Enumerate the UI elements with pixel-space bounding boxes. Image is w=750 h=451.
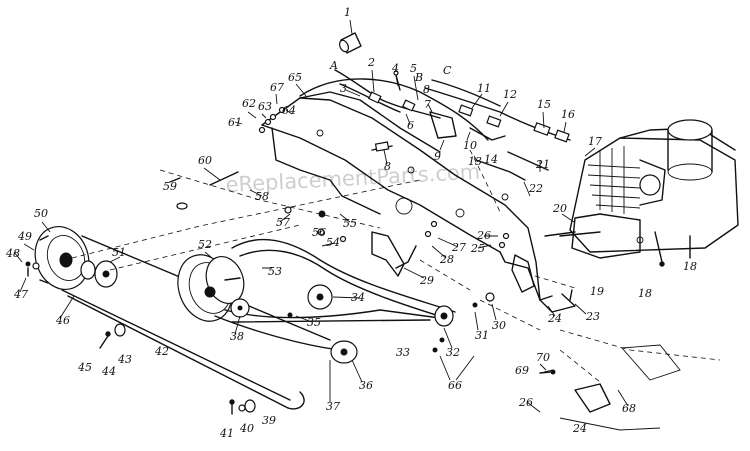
callout-14: 14 — [484, 153, 498, 166]
callout-55: 55 — [343, 217, 357, 230]
cable-letters: A B C — [329, 59, 452, 84]
callout-56: 56 — [312, 226, 326, 239]
callout-60: 60 — [198, 154, 212, 167]
callout-10: 10 — [463, 139, 477, 152]
callout-32: 32 — [446, 346, 460, 359]
callout-1: 1 — [344, 6, 351, 19]
idler-bracket-32 — [434, 305, 454, 327]
callout-43: 43 — [117, 353, 132, 366]
main-frame — [261, 91, 576, 313]
belt-37 — [214, 309, 441, 351]
callout-54: 54 — [326, 236, 340, 249]
callout-13: 13 — [468, 155, 482, 168]
callout-37: 37 — [326, 400, 340, 413]
callout-30: 30 — [492, 319, 506, 332]
letter-b: B — [414, 71, 423, 84]
callout-44: 44 — [101, 365, 116, 378]
callout-47: 47 — [13, 288, 28, 301]
callout-12: 12 — [503, 88, 517, 101]
callout-17: 17 — [588, 135, 602, 148]
callout-52: 52 — [198, 238, 212, 251]
callout-64: 64 — [282, 104, 296, 117]
callout-26a: 26 — [476, 229, 491, 242]
callout-27: 27 — [451, 241, 466, 254]
callout-23: 23 — [585, 310, 600, 323]
callout-59: 59 — [163, 180, 177, 193]
callout-20: 20 — [552, 202, 567, 215]
callout-48: 48 — [5, 247, 20, 260]
callout-24a: 24 — [547, 312, 562, 325]
callout-6: 6 — [407, 119, 414, 132]
callout-7: 7 — [424, 98, 431, 111]
callout-22: 22 — [528, 182, 543, 195]
callout-3: 3 — [340, 82, 347, 95]
letter-c: C — [443, 64, 452, 77]
callout-68: 68 — [622, 402, 636, 415]
washer-46 — [80, 260, 96, 280]
callout-58: 58 — [255, 190, 269, 203]
letter-a: A — [329, 59, 338, 72]
callout-66: 66 — [448, 379, 462, 392]
callout-33: 33 — [396, 346, 410, 359]
pulley-34 — [307, 284, 333, 310]
callout-41: 41 — [219, 427, 234, 440]
callout-19: 19 — [590, 285, 604, 298]
callout-8b: 8 — [384, 160, 391, 173]
callout-5: 5 — [410, 62, 417, 75]
callout-24b: 24 — [572, 422, 587, 435]
callout-42: 42 — [154, 345, 169, 358]
callout-28: 28 — [439, 253, 454, 266]
idler-38 — [230, 298, 250, 318]
callout-35: 35 — [307, 316, 321, 329]
callout-15: 15 — [537, 98, 551, 111]
callout-16: 16 — [561, 108, 575, 121]
callout-51: 51 — [112, 246, 126, 259]
callout-4: 4 — [391, 62, 399, 75]
pulley-51 — [94, 260, 118, 288]
callout-50: 50 — [34, 207, 48, 220]
callout-26b: 26 — [518, 396, 533, 409]
callout-67: 67 — [270, 81, 284, 94]
pulley-50 — [34, 226, 90, 290]
pulley-36 — [330, 340, 358, 364]
callout-53: 53 — [268, 265, 282, 278]
callout-11: 11 — [477, 82, 491, 95]
callout-36: 36 — [359, 379, 373, 392]
callout-25: 25 — [470, 242, 485, 255]
callout-29: 29 — [419, 274, 434, 287]
callout-21: 21 — [535, 158, 550, 171]
callout-45: 45 — [77, 361, 92, 374]
callout-40: 40 — [239, 422, 254, 435]
callout-46: 46 — [55, 314, 70, 327]
callout-49: 49 — [17, 230, 32, 243]
hardware — [25, 106, 573, 415]
part-1-pin — [338, 32, 362, 54]
callout-38: 38 — [230, 330, 244, 343]
projection-lines — [71, 169, 576, 331]
callout-18a: 18 — [683, 260, 697, 273]
belt-33 — [231, 238, 456, 323]
control-cables — [299, 69, 571, 213]
engine — [544, 119, 739, 267]
callout-70: 70 — [536, 351, 550, 364]
callout-63: 63 — [258, 100, 272, 113]
inset-bracket — [559, 329, 721, 431]
callout-9: 9 — [434, 150, 441, 163]
callout-2: 2 — [367, 56, 375, 69]
callout-18b: 18 — [638, 287, 652, 300]
callout-39: 39 — [262, 414, 276, 427]
callout-62: 62 — [242, 97, 256, 110]
callout-57: 57 — [276, 216, 290, 229]
callout-65: 65 — [288, 71, 302, 84]
callout-69: 69 — [515, 364, 529, 377]
callout-31: 31 — [475, 329, 489, 342]
callout-61: 61 — [228, 116, 242, 129]
callouts: 1 2 3 4 5 6 7 8 8 9 10 11 12 13 14 15 16… — [5, 6, 697, 440]
callout-8: 8 — [423, 83, 430, 96]
